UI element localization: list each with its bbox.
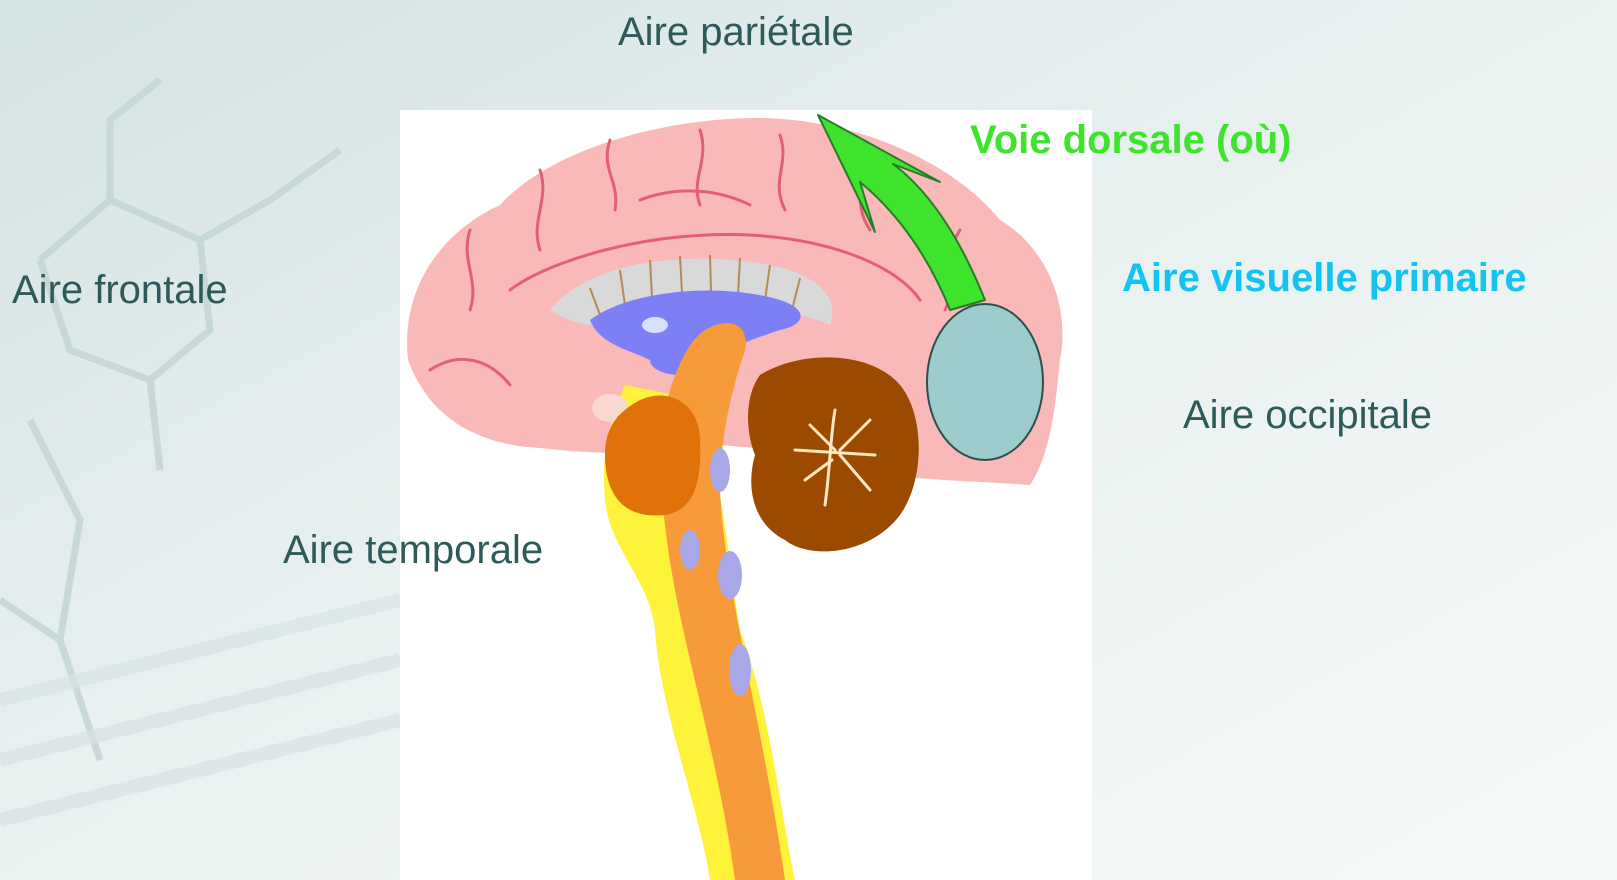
label-frontal-area: Aire frontale [12, 270, 228, 310]
primary-visual-area-disc [927, 304, 1043, 460]
brain-sagittal-diagram [400, 110, 1092, 880]
label-primary-visual-area: Aire visuelle primaire [1122, 258, 1527, 298]
label-temporal-area: Aire temporale [283, 530, 543, 570]
label-dorsal-pathway: Voie dorsale (où) [970, 120, 1292, 160]
label-occipital-area: Aire occipitale [1183, 395, 1432, 435]
cerebellum [748, 357, 919, 551]
label-parietal-area: Aire pariétale [618, 12, 854, 52]
